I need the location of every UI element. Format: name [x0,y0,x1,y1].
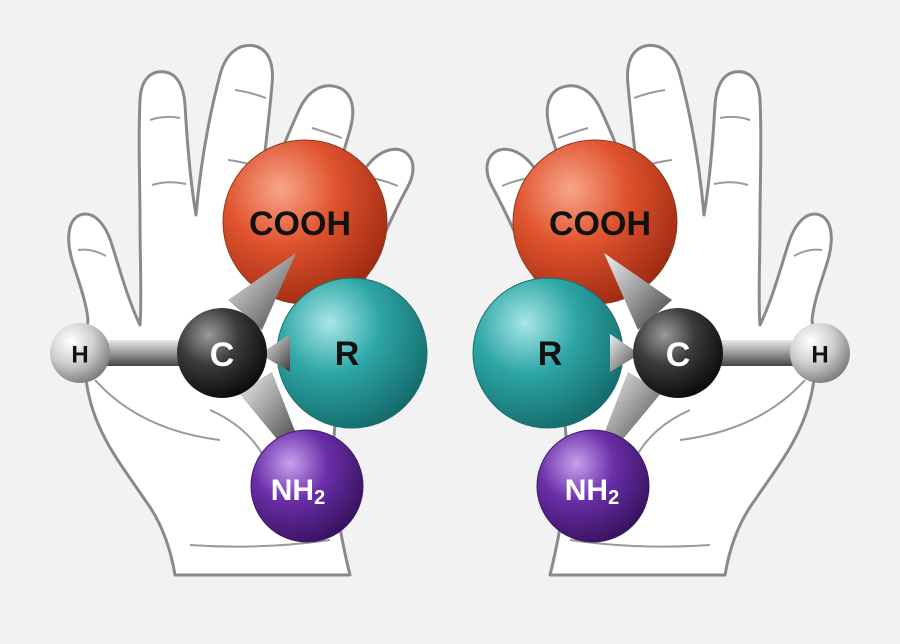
right-nh2-label: NH2 [565,474,619,510]
left-cooh-label: COOH [249,205,351,243]
right-h-atom [790,323,850,383]
left-molecule: COOH R C H NH2 [50,139,428,543]
right-r-label: R [538,335,563,373]
right-wedge-nh2 [600,372,662,450]
left-wedge-nh2 [238,372,300,450]
left-h-atom [50,323,110,383]
left-nh2-atom [250,429,364,543]
left-c-label: C [210,336,235,374]
right-nh2-atom [536,429,650,543]
left-c-atom [177,308,267,398]
right-h-label: H [811,342,828,369]
left-nh2-label: NH2 [271,474,325,510]
right-cooh-label: COOH [549,205,651,243]
right-wedge-cooh [604,253,672,330]
right-c-label: C [666,336,691,374]
left-wedge-cooh [228,253,296,330]
left-r-label: R [335,335,360,373]
right-molecule: COOH R C H NH2 [472,139,850,543]
left-h-label: H [71,342,88,369]
right-wedge-r [610,334,640,372]
left-wedge-r [260,334,290,372]
right-c-atom [633,308,723,398]
